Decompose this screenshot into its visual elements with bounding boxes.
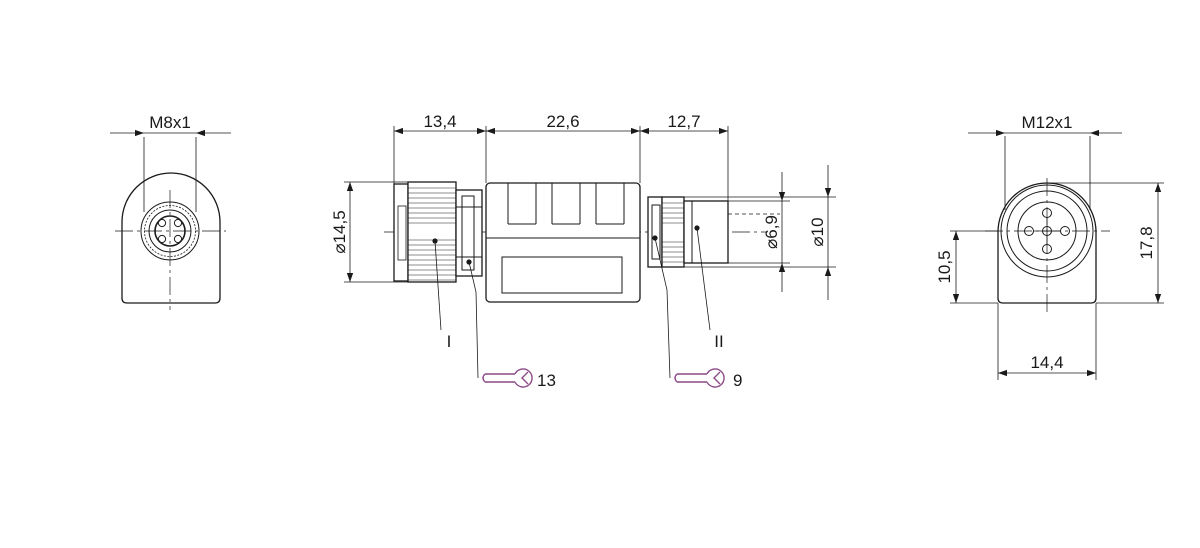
m8-hex-face bbox=[651, 204, 661, 260]
wrench-9-leader bbox=[654, 237, 671, 379]
m8-knurled-nut bbox=[661, 196, 685, 268]
left-housing-outline bbox=[121, 172, 221, 304]
m12-knurl-pattern bbox=[408, 187, 456, 281]
left-pin bbox=[157, 218, 167, 228]
wrench-13-label: 13 bbox=[537, 371, 556, 390]
callout-2-leader bbox=[696, 227, 711, 331]
dim-10-5-label: 10,5 bbox=[935, 250, 954, 283]
center-side-view: 13,4 22,6 12,7 ⌀14,5 ⌀6,9 ⌀10 bbox=[330, 112, 836, 390]
dim-dia-10-label: ⌀10 bbox=[808, 217, 827, 246]
main-housing bbox=[485, 182, 641, 303]
dim-17-8-label: 17,8 bbox=[1137, 226, 1156, 259]
top-dimension-chain bbox=[393, 126, 729, 201]
dim-dia-6-9-label: ⌀6,9 bbox=[762, 215, 781, 249]
wrench-9-icon bbox=[674, 368, 725, 388]
left-pin bbox=[173, 218, 183, 228]
wrench-13-leader bbox=[468, 261, 479, 379]
callout-2-label: II bbox=[714, 332, 723, 351]
left-thread-label: M8x1 bbox=[149, 113, 191, 132]
dim-22-6-label: 22,6 bbox=[546, 112, 579, 131]
wrench-13-icon bbox=[482, 368, 533, 388]
dim-dia-6-9 bbox=[728, 172, 790, 292]
m12-flange-recess bbox=[397, 205, 407, 261]
dim-dia-10 bbox=[684, 165, 836, 300]
dim-dia-14-5 bbox=[344, 181, 408, 283]
m8-thread-stub bbox=[683, 200, 729, 264]
housing-ribs bbox=[486, 183, 640, 239]
wrench-9-label: 9 bbox=[733, 371, 742, 390]
dim-13-4-label: 13,4 bbox=[423, 112, 456, 131]
callout-1-leader bbox=[434, 240, 442, 331]
callout-1-label: I bbox=[447, 332, 452, 351]
left-pin bbox=[173, 234, 183, 244]
m8-knurl-pattern bbox=[662, 202, 684, 263]
hex-face bbox=[461, 195, 475, 271]
dim-12-7-label: 12,7 bbox=[667, 112, 700, 131]
dim-14-4-label: 14,4 bbox=[1030, 353, 1063, 372]
housing-label-window bbox=[501, 256, 623, 294]
left-pin bbox=[157, 234, 167, 244]
right-thread-label: M12x1 bbox=[1021, 113, 1072, 132]
left-end-view: M8x1 bbox=[110, 113, 231, 310]
dim-dia-14-5-label: ⌀14,5 bbox=[330, 210, 349, 253]
m12-knurled-nut bbox=[407, 181, 457, 283]
right-end-view: M12x1 17,8 10,5 14,4 bbox=[935, 113, 1164, 380]
